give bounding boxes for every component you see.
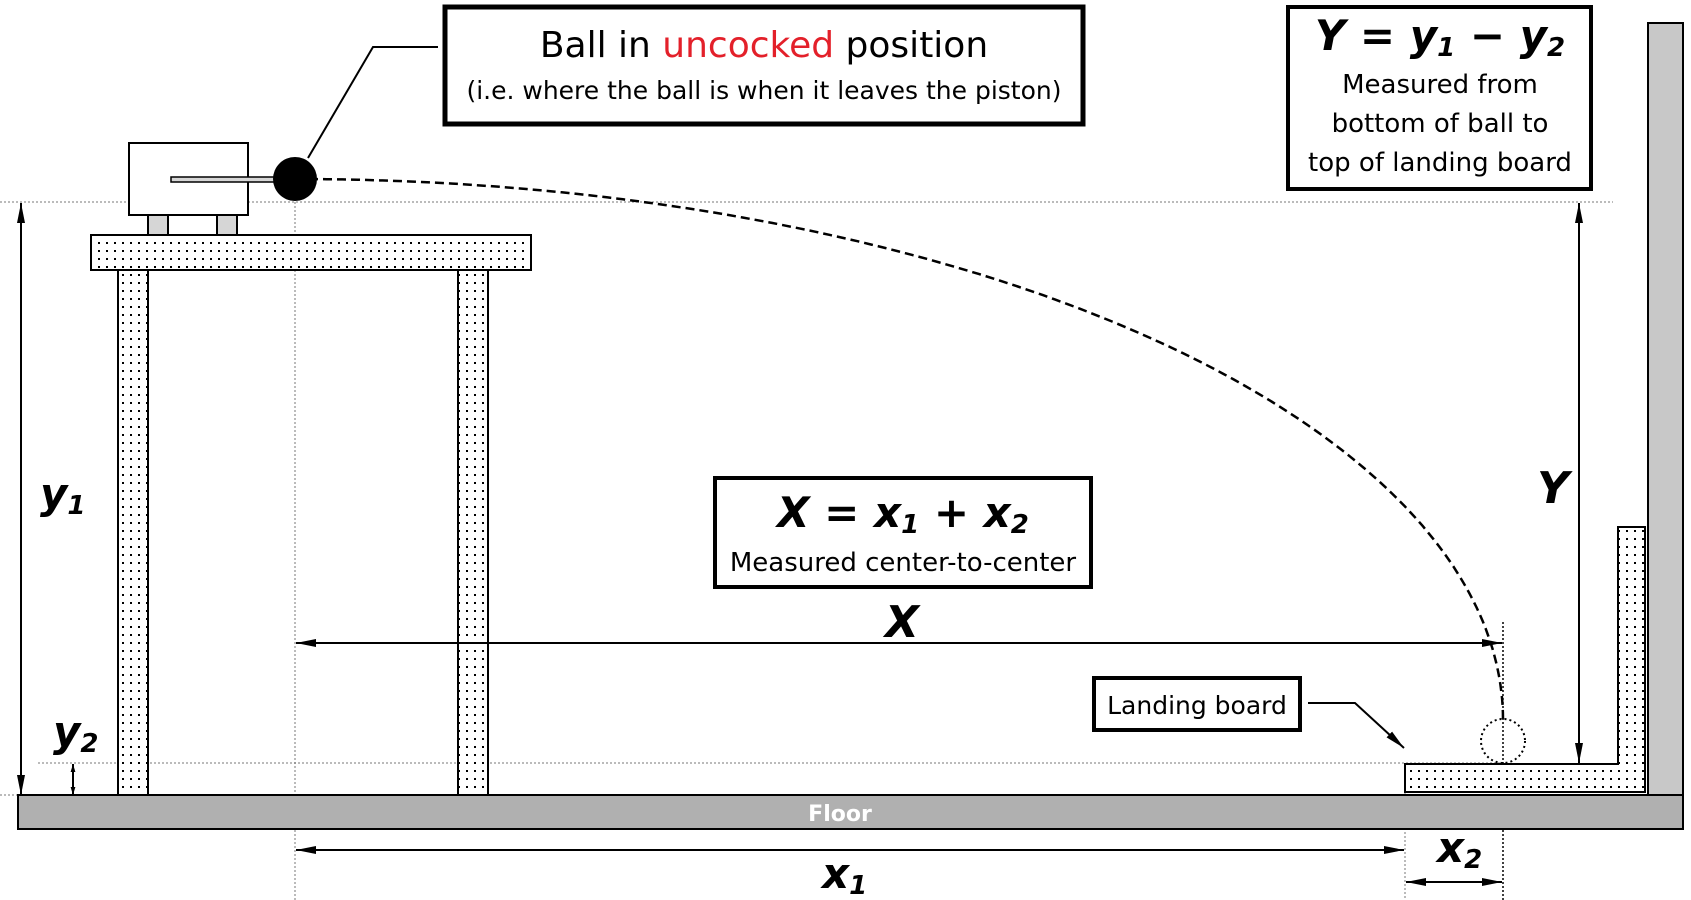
table-leg-left [117, 269, 149, 796]
landing-board-label-box: Landing board [1092, 676, 1302, 732]
callout-title: Ball in uncocked position [540, 25, 988, 66]
ball-callout-line [307, 46, 438, 159]
X-equation: X = x1 + x2 [774, 488, 1029, 540]
launcher-foot-left [147, 214, 169, 236]
X-label: X [882, 597, 921, 648]
Y-equation-box: Y = y1 − y2 Measured from bottom of ball… [1286, 5, 1593, 191]
x2-label: x2 [1435, 823, 1482, 875]
table-top [90, 234, 532, 271]
landing-board [1404, 526, 1646, 793]
Y-desc-line2: bottom of ball to [1332, 109, 1549, 139]
landing-board-label: Landing board [1107, 691, 1287, 720]
wall [1647, 22, 1684, 796]
x1-label: x1 [820, 849, 867, 900]
piston-rod [170, 176, 277, 183]
landing-board-callout-line [1308, 702, 1405, 749]
landed-ball-outline [1480, 718, 1526, 764]
y2-label: y2 [53, 707, 98, 759]
Y-label: Y [1537, 463, 1573, 514]
uncocked-position-callout: Ball in uncocked position (i.e. where th… [442, 4, 1086, 127]
X-desc-line1: Measured center-to-center [730, 548, 1077, 578]
callout-highlight-word: uncocked [662, 25, 834, 66]
Y-desc-line3: top of landing board [1308, 148, 1572, 178]
Y-equation: Y = y1 − y2 [1315, 11, 1565, 63]
Y-desc-line1: Measured from [1342, 70, 1538, 100]
table-leg-right [457, 269, 489, 796]
callout-subtitle: (i.e. where the ball is when it leaves t… [466, 76, 1061, 105]
floor-label: Floor [808, 802, 872, 827]
X-equation-box: X = x1 + x2 Measured center-to-center [713, 476, 1093, 589]
trajectory-path [295, 177, 1505, 721]
launcher-foot-right [216, 214, 238, 236]
floor [17, 794, 1684, 830]
y1-label: y1 [40, 469, 85, 521]
